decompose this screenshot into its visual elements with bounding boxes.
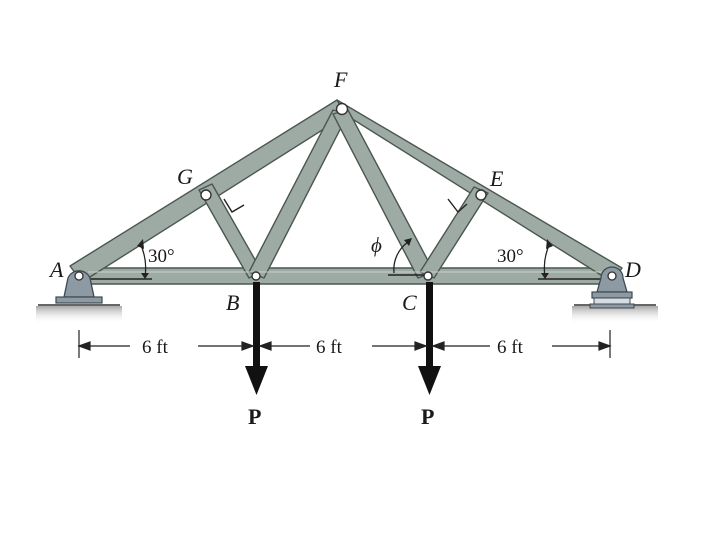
pin-c: [423, 271, 433, 281]
pin-f: [335, 102, 349, 116]
label-load-b: P: [248, 404, 261, 429]
arc-arrow-right-2: [541, 273, 549, 279]
label-joint-d: D: [624, 257, 641, 282]
label-dim-cd: 6 ft: [497, 337, 524, 358]
label-angle-phi: ϕ: [371, 233, 382, 257]
ground-left: [36, 306, 122, 324]
support-d: [589, 266, 635, 309]
load-arrow-c-head: [418, 366, 441, 395]
dimension-lines: [77, 330, 612, 358]
angle-arc-phi: [393, 241, 409, 274]
right-angle-e: [447, 198, 468, 214]
pin-g: [200, 189, 212, 201]
label-joint-c: C: [402, 290, 417, 315]
right-angle-g: [223, 198, 245, 213]
label-angle-left: 30°: [148, 246, 175, 267]
label-load-c: P: [421, 404, 434, 429]
label-angle-right: 30°: [497, 246, 524, 267]
label-joint-g: G: [177, 164, 193, 189]
label-joint-e: E: [489, 166, 504, 191]
pin-b: [251, 271, 261, 281]
support-a: [55, 270, 103, 304]
label-joint-a: A: [48, 257, 64, 282]
load-arrow-b-head: [245, 366, 268, 395]
label-joint-f: F: [333, 67, 348, 92]
arc-arrow-phi: [404, 238, 412, 246]
load-arrow-b-shaft: [253, 282, 260, 368]
load-arrows: [245, 282, 441, 395]
ground-right: [572, 306, 658, 324]
label-joint-b: B: [226, 290, 239, 315]
arc-arrow-right-1: [546, 239, 553, 249]
member-bottom-chord: [77, 267, 613, 285]
arc-arrow-left-1: [137, 239, 144, 249]
member-ce: [419, 186, 489, 279]
load-arrow-c-shaft: [426, 282, 433, 368]
arc-arrow-left-2: [141, 273, 149, 279]
label-dim-ab: 6 ft: [142, 337, 169, 358]
label-dim-bc: 6 ft: [316, 337, 343, 358]
pin-e: [475, 189, 487, 201]
pins: [200, 102, 487, 281]
